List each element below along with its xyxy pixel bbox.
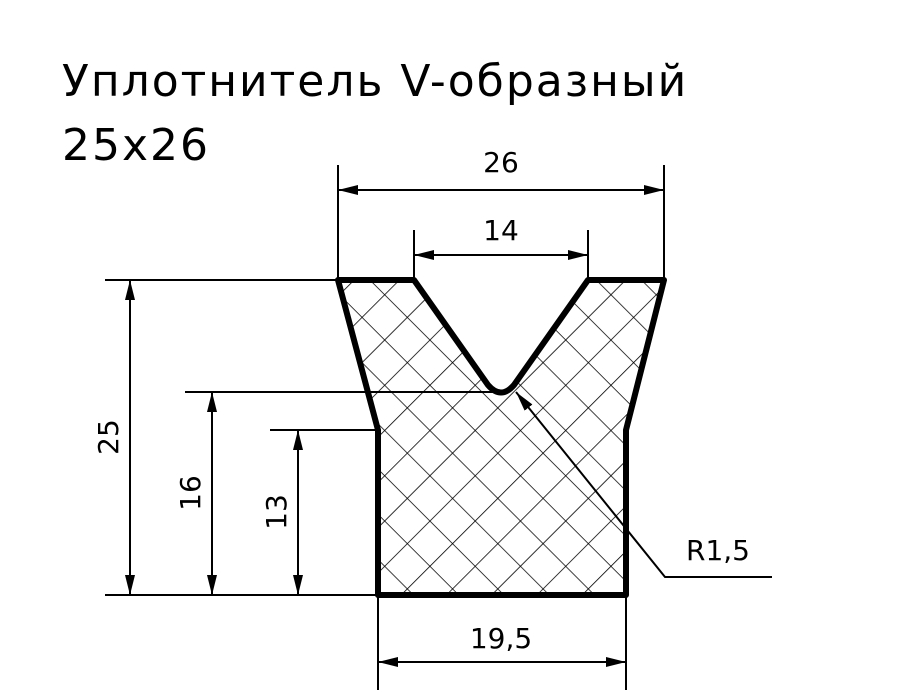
drawing-title: Уплотнитель V-образный (62, 56, 689, 107)
dim-text-bottom-width: 19,5 (470, 622, 532, 655)
dim-text-top-width: 26 (483, 146, 519, 179)
dim-text-radius: R1,5 (686, 534, 750, 567)
dim-text-step-height: 13 (260, 494, 293, 530)
dim-text-total-height: 25 (92, 419, 125, 455)
dim-text-groove-depth-height: 16 (174, 475, 207, 511)
seal-cross-section (335, 277, 667, 598)
dim-text-groove-width: 14 (483, 214, 519, 247)
extension-lines (105, 165, 665, 690)
drawing-size-label: 25x26 (62, 120, 211, 171)
radius-leader-line (515, 391, 772, 578)
